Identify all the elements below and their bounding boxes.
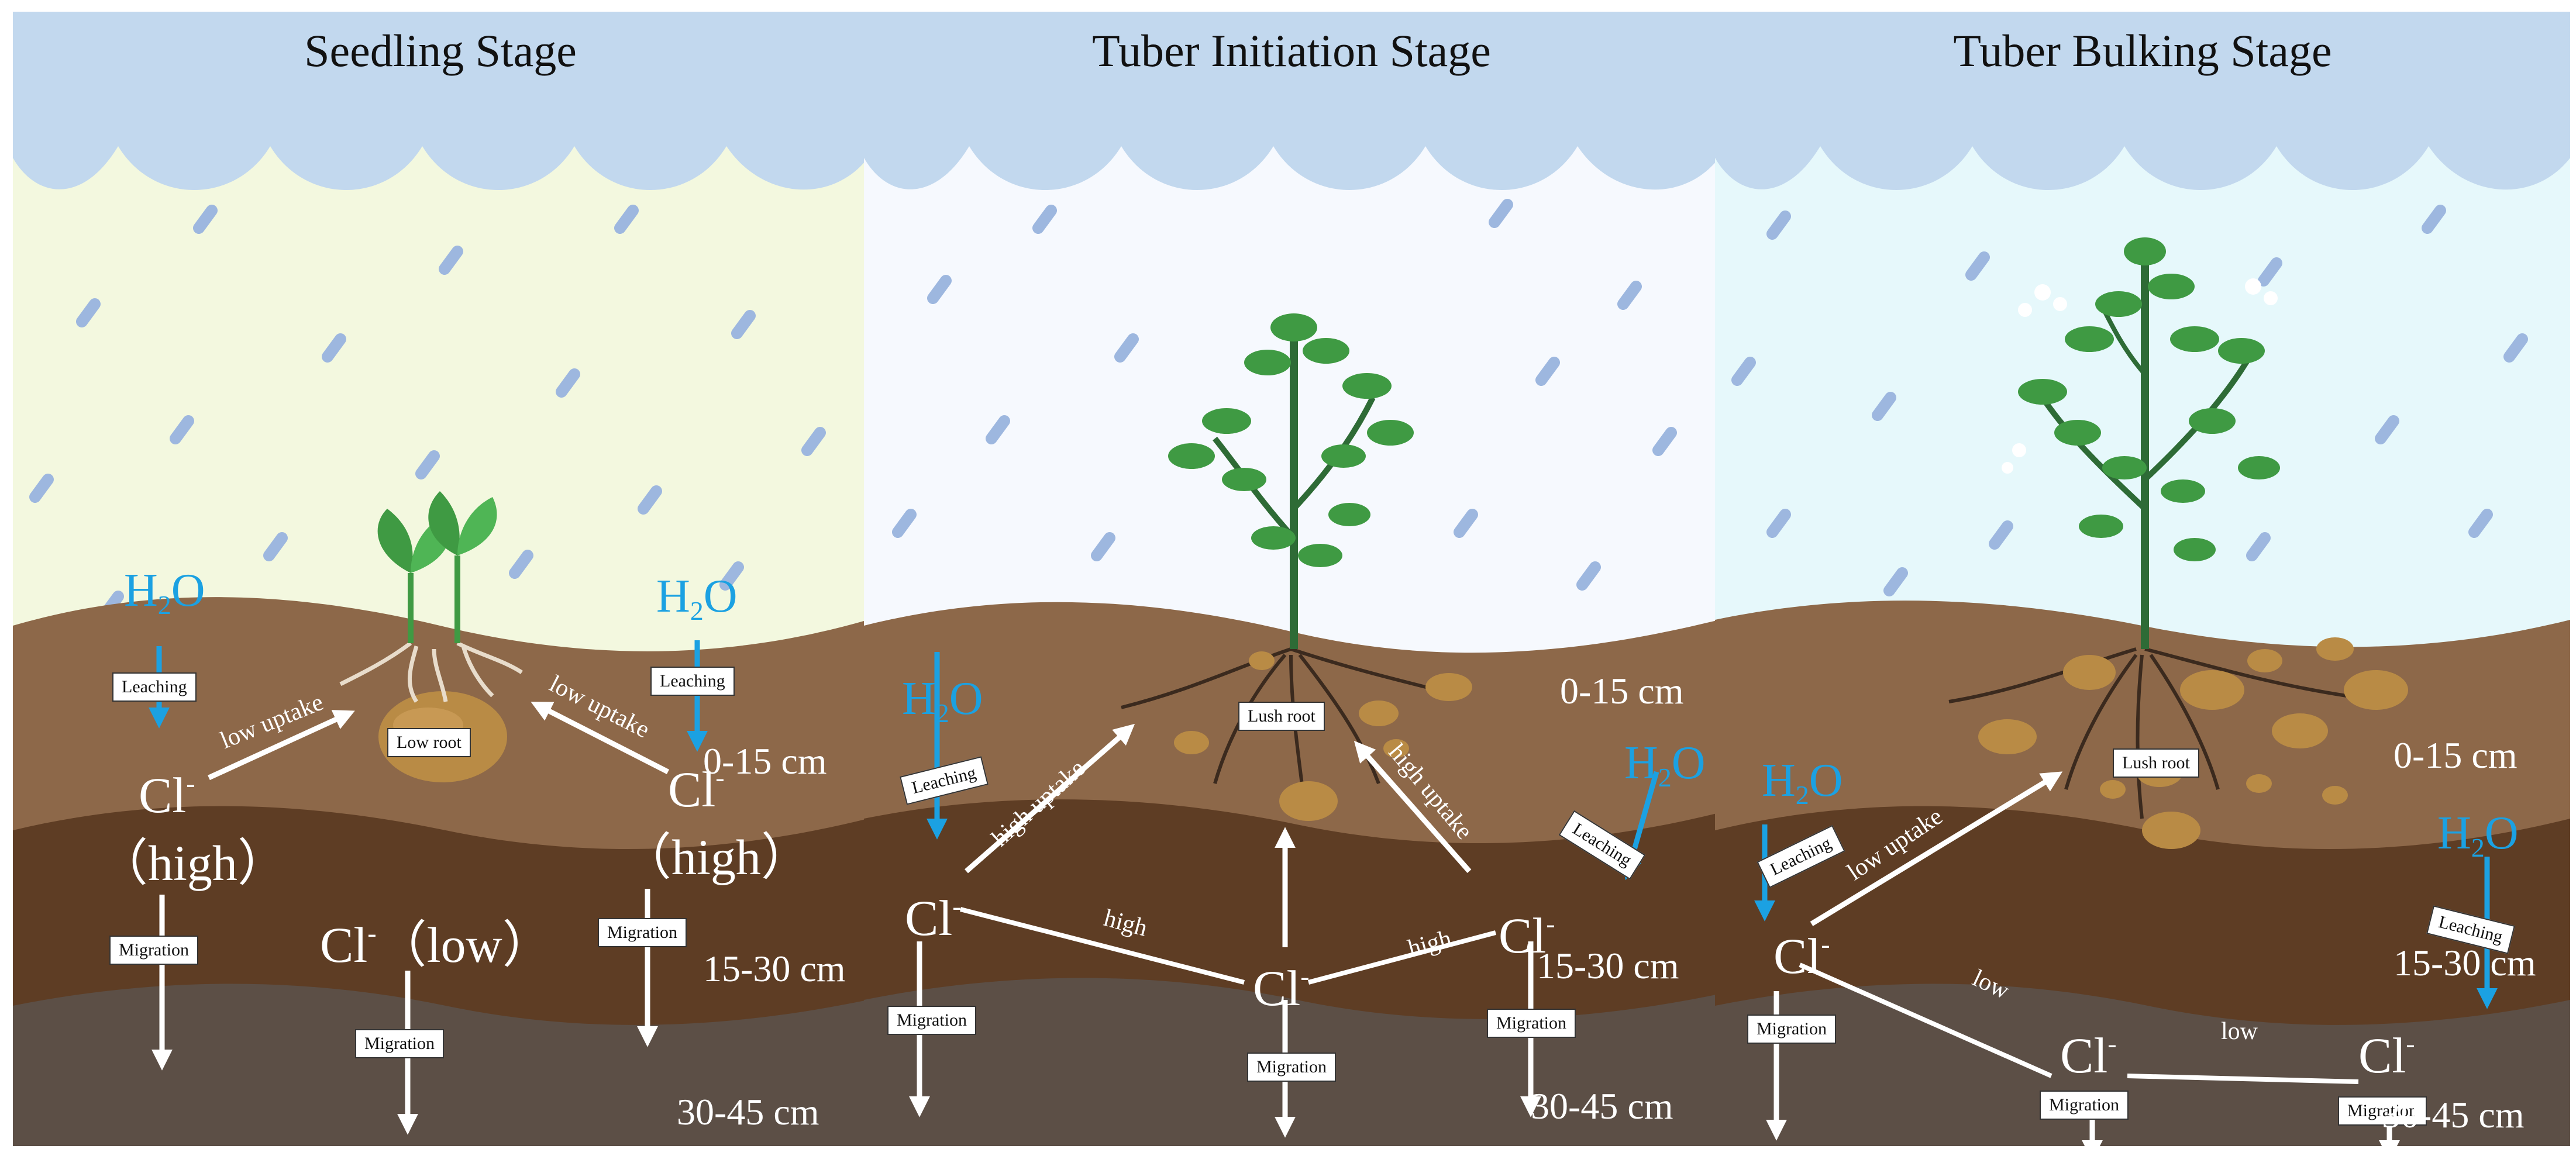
root-label: Lush root xyxy=(1238,702,1325,731)
water-formula: H2O xyxy=(902,673,983,728)
water-formula: H2O xyxy=(1762,755,1843,810)
chloride-ion: Cl- xyxy=(905,890,962,946)
leaching-label: Leaching xyxy=(112,672,197,702)
migration-label: Migration xyxy=(887,1006,976,1035)
chloride-ion-low: Cl-（low） xyxy=(320,917,553,973)
migration-label: Migration xyxy=(1247,1053,1336,1082)
migration-label: Migration xyxy=(598,918,687,947)
panel-tuber-initiation-stage: Tuber Initiation Stage H2O H2O Leaching … xyxy=(864,12,1719,1146)
cloud-shape xyxy=(864,12,1719,190)
cloud-shape xyxy=(1715,12,2570,190)
chloride-ion: Cl- xyxy=(668,761,725,817)
chloride-ion: Cl- xyxy=(1499,907,1555,964)
water-formula: H2O xyxy=(2437,808,2519,862)
root-label: Lush root xyxy=(2113,748,2199,778)
rain-streaks xyxy=(892,199,1677,591)
migration-label: Migration xyxy=(355,1029,444,1058)
water-formula: H2O xyxy=(124,565,205,620)
rain-streaks xyxy=(29,205,826,620)
chloride-ion: Cl- xyxy=(2060,1027,2117,1083)
concentration-high: （high） xyxy=(98,835,288,891)
depth-0-15: 0-15 cm xyxy=(703,740,827,782)
panel-seedling-stage: Seedling Stage H2O H2O Leaching Leaching… xyxy=(13,12,868,1146)
chloride-ion: Cl- xyxy=(1253,960,1310,1016)
rain-streaks xyxy=(1731,205,2528,596)
stage-title: Tuber Bulking Stage xyxy=(1953,25,2332,76)
migration-label: Migration xyxy=(1487,1009,1576,1038)
link-label: low xyxy=(2221,1018,2258,1045)
depth-30-45: 30-45 cm xyxy=(2382,1094,2525,1136)
migration-label: Migration xyxy=(1747,1014,1836,1044)
depth-15-30: 15-30 cm xyxy=(2394,942,2536,984)
migration-label: Migration xyxy=(2338,1096,2427,1126)
migration-label: Migration xyxy=(109,936,198,965)
potato-plant-icon xyxy=(1121,313,1472,821)
panel-tuber-bulking-illustration xyxy=(1715,12,2570,1146)
panel-tuber-bulking-stage: Tuber Bulking Stage H2O H2O Leaching Lea… xyxy=(1715,12,2570,1146)
root-label: Low root xyxy=(387,728,471,757)
stage-title: Tuber Initiation Stage xyxy=(1092,25,1491,76)
flowering-potato-plant-icon xyxy=(1948,237,2408,849)
leaching-label: Leaching xyxy=(650,667,735,696)
concentration-high: （high） xyxy=(621,829,811,885)
panel-seedling-illustration xyxy=(13,12,868,1146)
depth-30-45: 30-45 cm xyxy=(1531,1085,1673,1127)
chloride-ion: Cl- xyxy=(139,767,195,823)
water-formula: H2O xyxy=(1624,737,1706,792)
migration-label: Migration xyxy=(2040,1091,2129,1120)
depth-15-30: 15-30 cm xyxy=(703,948,846,989)
water-formula: H2O xyxy=(656,571,738,626)
chloride-ion: Cl- xyxy=(2358,1027,2415,1083)
depth-15-30: 15-30 cm xyxy=(1537,945,1679,986)
chloride-ion: Cl- xyxy=(1773,928,1830,984)
depth-30-45: 30-45 cm xyxy=(677,1091,819,1133)
depth-0-15: 0-15 cm xyxy=(1560,670,1684,712)
cloud-shape xyxy=(13,12,868,190)
stage-title: Seedling Stage xyxy=(304,25,577,76)
depth-0-15: 0-15 cm xyxy=(2394,734,2518,776)
soil-layer-30-45 xyxy=(13,984,868,1146)
